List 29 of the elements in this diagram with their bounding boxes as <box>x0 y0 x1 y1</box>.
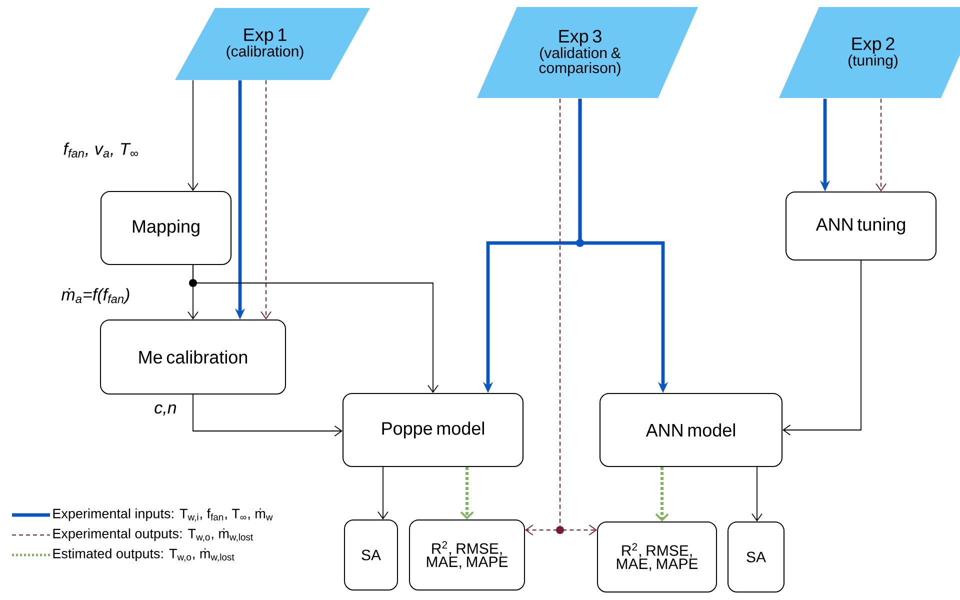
arrow <box>782 260 862 436</box>
arrow <box>560 98 597 536</box>
edge-label: ṁ$_{a}$=f(f$_{fan}$) <box>60 287 132 305</box>
data-input-parallelogram: Exp 3 (validation & comparison) <box>477 7 698 98</box>
arrow <box>378 466 388 520</box>
arrow <box>192 394 342 436</box>
arrow <box>192 264 438 393</box>
arrow <box>655 467 669 522</box>
process-box: ANN tuning <box>786 192 937 260</box>
arrow <box>876 98 887 192</box>
result-box: R$^{2}$, RMSE, MAE, MAPE <box>597 522 717 592</box>
edge-label: c,n <box>153 403 178 417</box>
process-box: ANN model <box>600 393 782 467</box>
result-box: SA <box>728 522 784 592</box>
arrow <box>752 466 762 522</box>
legend-label: Experimental outputs: T$_{w,o}$, ṁ$_{w,lost}$ <box>53 528 254 542</box>
result-box: SA <box>344 520 398 590</box>
edge-label: f$_{fan}$, v$_{a}$, T$_{∞}$ <box>62 141 140 159</box>
process-box: Mapping <box>100 191 232 265</box>
data-input-parallelogram: Exp 2 (tuning) <box>779 7 960 98</box>
arrow <box>260 80 272 320</box>
arrow <box>188 80 198 191</box>
legend-label: Estimated outputs: T$_{w,o}$, ṁ$_{w,lost}$ <box>53 548 234 562</box>
arrow <box>460 467 474 520</box>
legend-label: Experimental inputs: T$_{w,i}$, f$_{fan}$, T$_{∞}$, ṁ$_{w}$ <box>53 508 273 522</box>
process-box: Me calibration <box>100 320 286 394</box>
result-box: R$^{2}$, RMSE, MAE, MAPE <box>409 520 525 590</box>
process-box: Poppe model <box>342 393 524 467</box>
data-input-parallelogram: Exp 1 (calibration) <box>175 8 370 80</box>
